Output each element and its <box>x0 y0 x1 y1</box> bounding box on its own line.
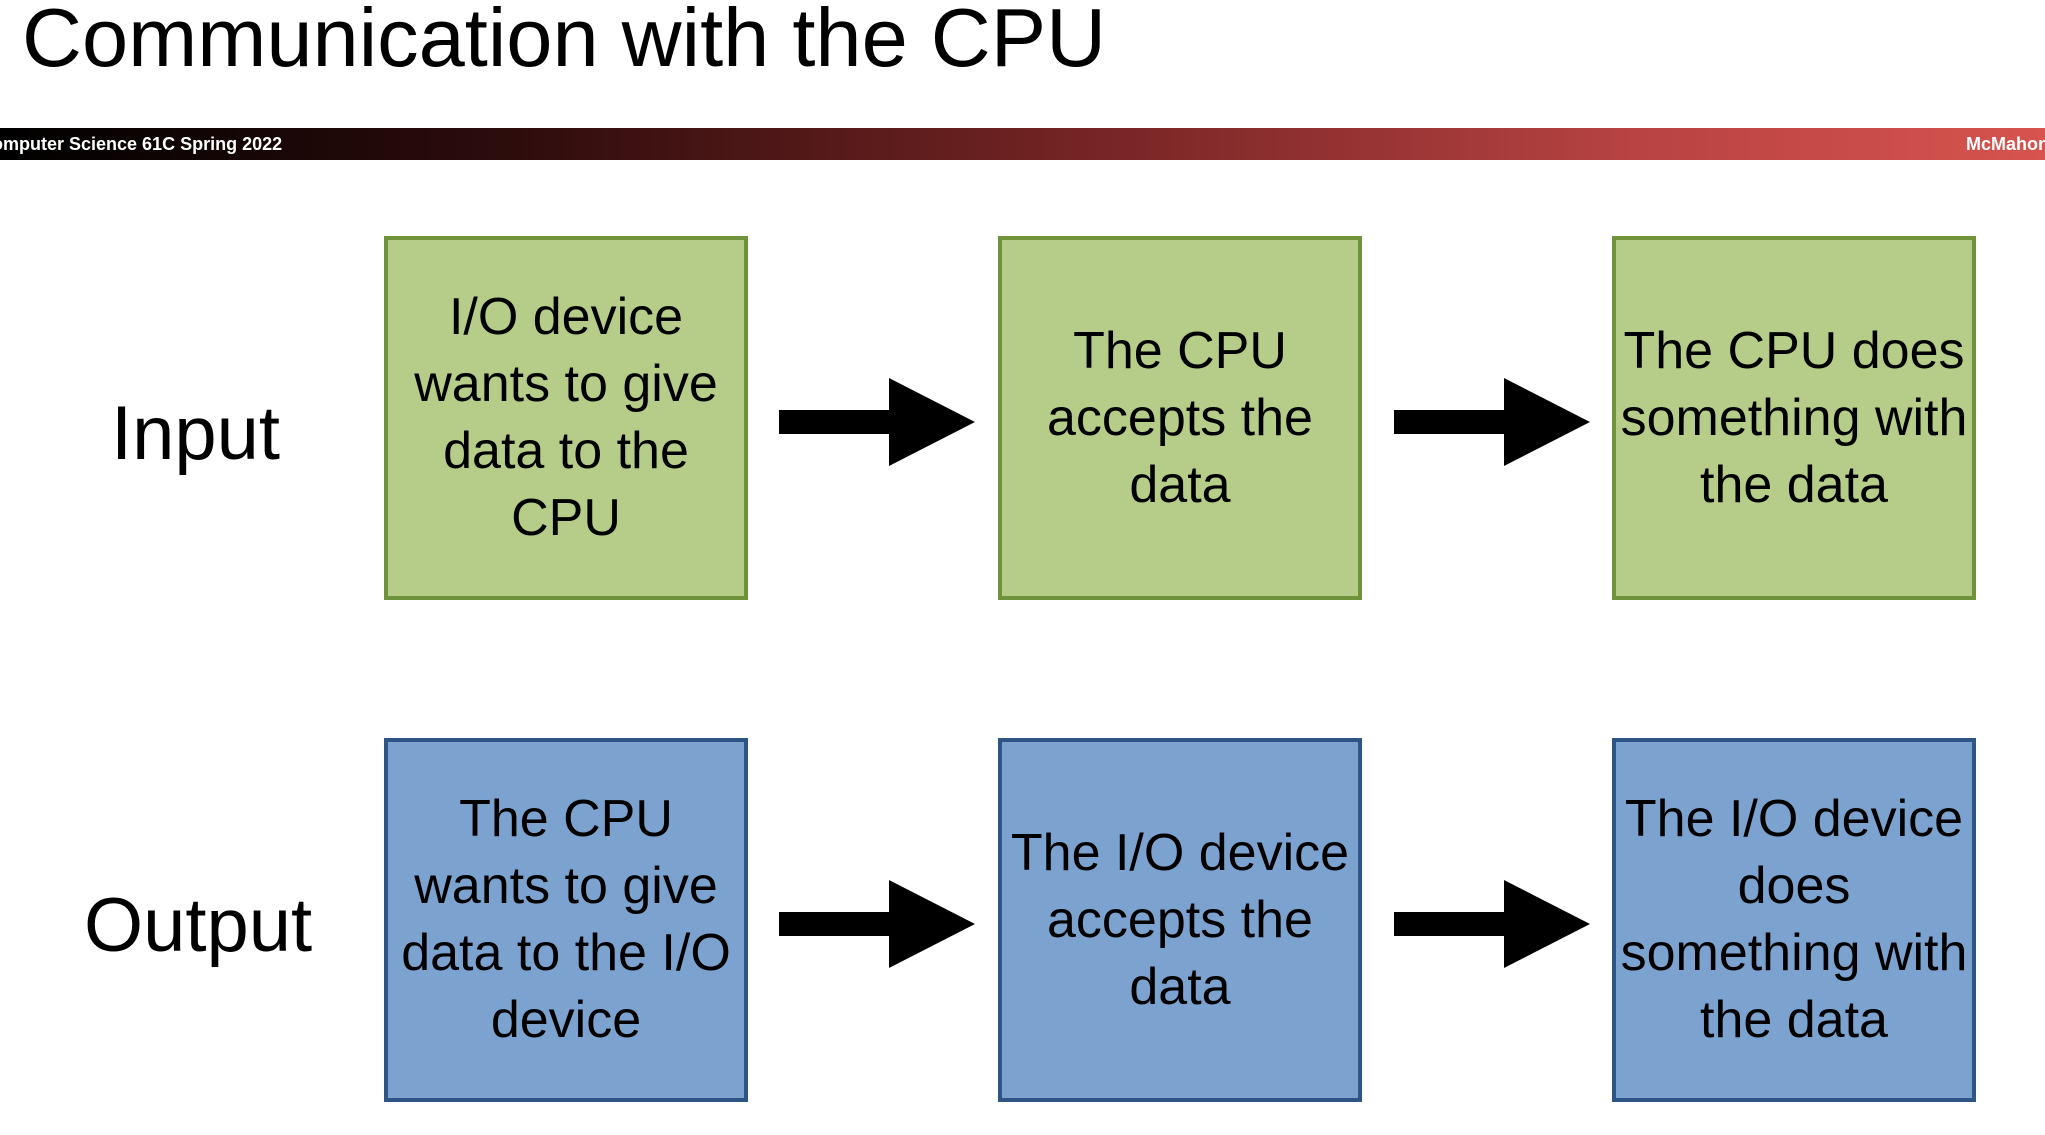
input-step-1: I/O device wants to give data to the CPU <box>384 236 748 600</box>
course-banner: omputer Science 61C Spring 2022 McMahon <box>0 128 2045 160</box>
output-step-2: The I/O device accepts the data <box>998 738 1362 1102</box>
course-name: omputer Science 61C Spring 2022 <box>0 134 283 154</box>
arrow-right-icon <box>779 880 975 968</box>
instructor-name: McMahon <box>1966 134 2045 154</box>
input-step-2: The CPU accepts the data <box>998 236 1362 600</box>
input-step-2-text: The CPU accepts the data <box>1047 321 1313 514</box>
output-step-2-text: The I/O device accepts the data <box>1010 823 1350 1016</box>
input-step-3: The CPU does something with the data <box>1612 236 1976 600</box>
input-row-label: Input <box>111 391 281 476</box>
output-step-3-text: The I/O device does something with the d… <box>1620 790 1968 1049</box>
output-step-1-text: The CPU wants to give data to the I/O de… <box>401 790 731 1049</box>
slide-title: Communication with the CPU <box>22 0 1107 84</box>
input-step-3-text: The CPU does something with the data <box>1620 321 1968 514</box>
input-step-1-text: I/O device wants to give data to the CPU <box>414 288 718 547</box>
output-row-label: Output <box>84 883 313 968</box>
arrow-right-icon <box>1394 378 1590 466</box>
output-step-1: The CPU wants to give data to the I/O de… <box>384 738 748 1102</box>
arrow-right-icon <box>1394 880 1590 968</box>
output-step-3: The I/O device does something with the d… <box>1612 738 1976 1102</box>
arrow-right-icon <box>779 378 975 466</box>
